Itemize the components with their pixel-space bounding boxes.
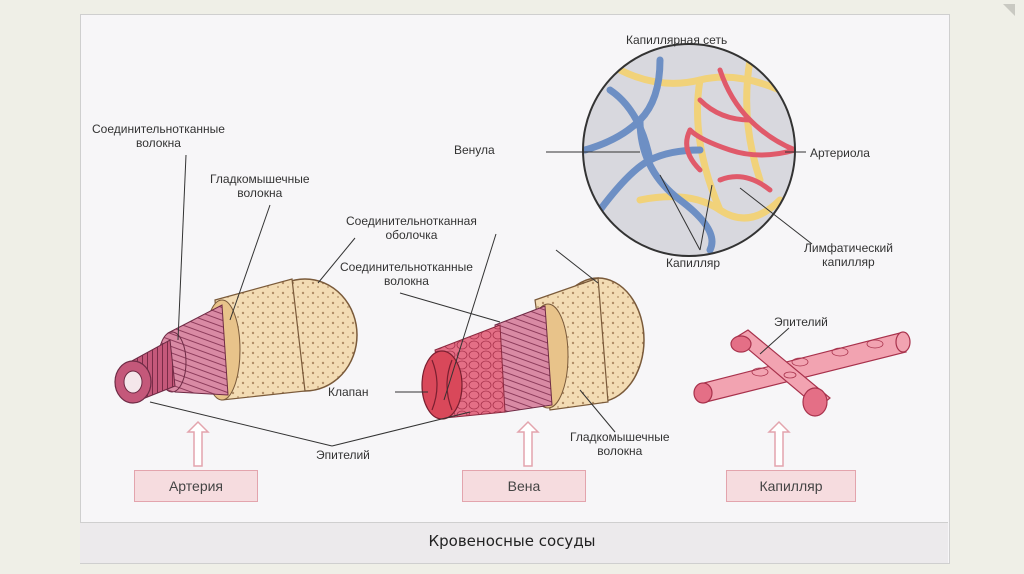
caption-bar xyxy=(80,522,948,563)
diagram-caption: Кровеносные сосуды xyxy=(428,532,596,550)
epithelium-label: Эпителий xyxy=(316,448,370,462)
artery-drawing xyxy=(114,278,358,404)
valve-label: Клапан xyxy=(328,385,369,399)
lymph-capillary-label-line1: Лимфатический xyxy=(804,241,893,255)
capillary-network-title: Капиллярная сеть xyxy=(626,33,728,47)
artery-smooth-muscle-line2: волокна xyxy=(237,186,283,200)
vein-drawing xyxy=(421,277,645,420)
vein-connective-sheath-line1: Соединительнотканная xyxy=(346,214,477,228)
vein-connective-sheath-line2: оболочка xyxy=(385,228,438,242)
capillary-network-capillary-label: Капилляр xyxy=(666,256,721,270)
artery-smooth-muscle-label: Гладкомышечные волокна xyxy=(210,172,310,200)
vein-connective-fibers-label: Соединительнотканные волокна xyxy=(340,260,473,288)
vein-connective-fibers-line2: волокна xyxy=(383,274,429,288)
page-corner-decoration xyxy=(1003,4,1015,16)
vein-tag: Вена xyxy=(462,470,586,502)
vein-connective-fibers-line1: Соединительнотканные xyxy=(340,260,473,274)
vein-smooth-muscle-line2: волокна xyxy=(597,444,643,458)
vein-smooth-muscle-label: Гладкомышечные волокна xyxy=(570,430,670,458)
artery-smooth-muscle-line1: Гладкомышечные xyxy=(210,172,310,186)
vein-connective-sheath-label: Соединительнотканная оболочка xyxy=(346,214,477,242)
lymph-capillary-label-line2: капилляр xyxy=(822,255,875,269)
lymph-capillary-label: Лимфатический капилляр xyxy=(804,241,893,269)
leader-lines xyxy=(149,151,813,447)
capillary-epithelium-label: Эпителий xyxy=(774,315,828,329)
capillary-drawing xyxy=(693,329,911,417)
vein-smooth-muscle-line1: Гладкомышечные xyxy=(570,430,670,444)
pointer-arrows xyxy=(186,420,791,467)
artery-connective-fibers-line2: волокна xyxy=(135,136,181,150)
arteriole-label: Артериола xyxy=(810,146,870,160)
capillary-network-drawing xyxy=(582,43,796,257)
artery-connective-fibers-label: Соединительнотканные волокна xyxy=(92,122,225,150)
artery-tag: Артерия xyxy=(134,470,258,502)
capillary-tag: Капилляр xyxy=(726,470,856,502)
venule-label: Венула xyxy=(454,143,495,157)
artery-connective-fibers-line1: Соединительнотканные xyxy=(92,122,225,136)
